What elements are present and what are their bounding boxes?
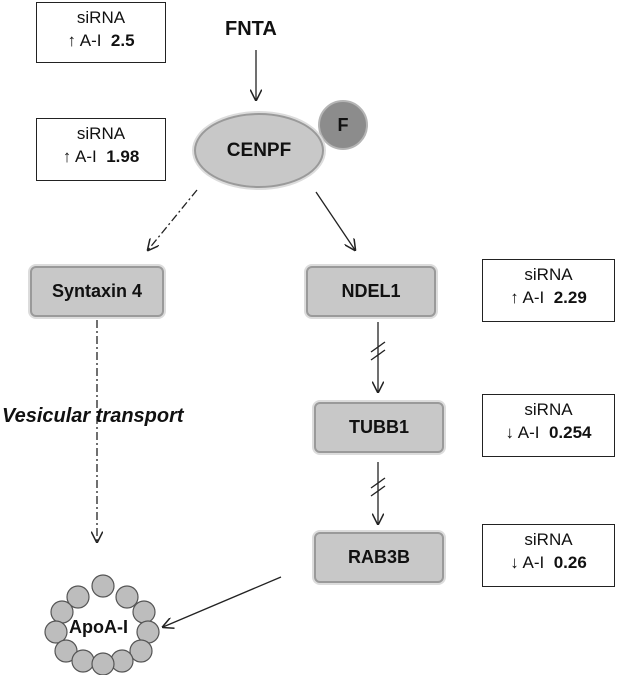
marker-label: A-I [79,31,102,50]
marker-label: A-I [517,423,540,442]
sirna-value: 0.26 [553,553,587,572]
break-mark-tubb1-rab3b-a [370,477,386,489]
break-mark-ndel1-tubb1-b [370,349,386,361]
marker-label: A-I [522,288,545,307]
ndel1-node: NDEL1 [306,266,436,317]
cenpf-node: CENPF [194,113,324,188]
break-mark-ndel1-tubb1-a [370,341,386,353]
sirna-title: siRNA [76,124,126,143]
fnta-label: FNTA [225,18,277,40]
sirna-box-ndel1: siRNA ↑ A-I 2.29 [482,259,615,322]
direction-arrow: ↑ [510,288,519,307]
f-badge: F [318,100,368,150]
syntaxin4-node: Syntaxin 4 [30,266,164,317]
sirna-box-tubb1: siRNA ↓ A-I 0.254 [482,394,615,457]
direction-arrow: ↑ [62,147,72,166]
marker-label: A-I [522,553,545,572]
break-mark-tubb1-rab3b-b [370,485,386,497]
arrow-cenpf-ndel1 [315,191,355,250]
sirna-title: siRNA [524,265,573,284]
apoa1-bead-ring [44,574,160,675]
marker-label: A-I [75,147,97,166]
arrow-cenpf-syntaxin4 [148,189,198,250]
vesicular-transport-label: Vesicular transport [2,405,184,427]
sirna-title: siRNA [524,530,573,549]
sirna-value: 2.5 [110,31,135,50]
direction-arrow: ↑ [67,31,76,50]
tubb1-node: TUBB1 [314,402,444,453]
sirna-box-fnta: siRNA ↑ A-I 2.5 [36,2,166,63]
sirna-value: 0.254 [548,423,592,442]
sirna-value: 1.98 [106,147,140,166]
sirna-box-rab3b: siRNA ↓ A-I 0.26 [482,524,615,587]
rab3b-node: RAB3B [314,532,444,583]
sirna-box-cenpf: siRNA ↑ A-I 1.98 [36,118,166,181]
sirna-title: siRNA [76,8,126,27]
arrow-rab3b-apoa1 [163,576,282,627]
sirna-value: 2.29 [553,288,587,307]
direction-arrow: ↓ [505,423,514,442]
sirna-title: siRNA [524,400,573,419]
direction-arrow: ↓ [510,553,519,572]
apoa1-label: ApoA-I [69,617,128,637]
